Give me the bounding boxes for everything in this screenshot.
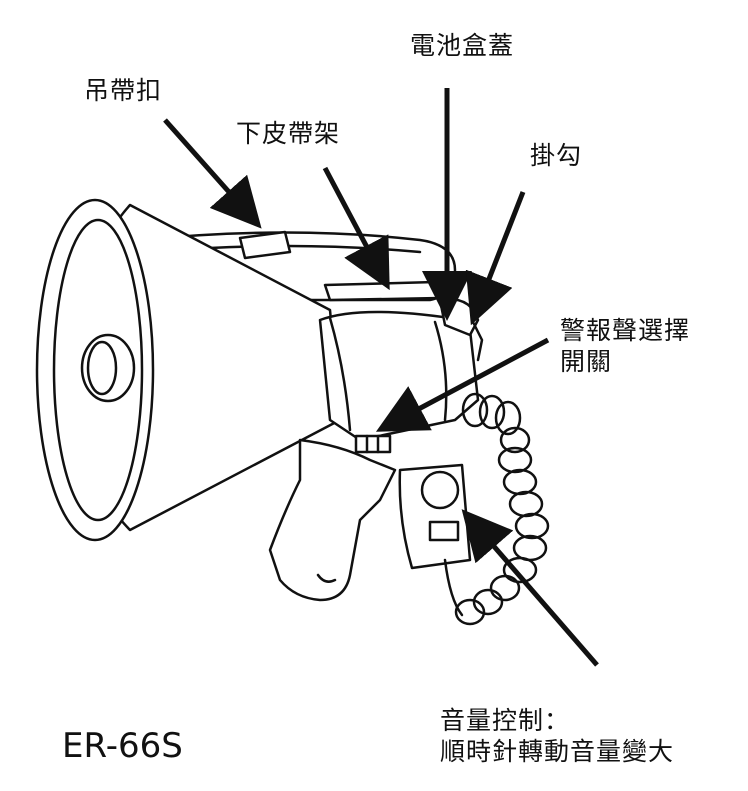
coiled-cord xyxy=(454,392,550,626)
label-alarm-switch: 警報聲選擇 開關 xyxy=(560,315,690,378)
label-alarm-switch-line1: 警報聲選擇 xyxy=(560,316,691,345)
label-strap-buckle: 吊帶扣 xyxy=(84,76,163,105)
label-volume-line1: 音量控制： xyxy=(440,706,571,735)
arrow-volume xyxy=(461,509,599,667)
arrow-strap-buckle xyxy=(163,118,262,229)
alarm-switch xyxy=(354,434,392,454)
pistol-grip xyxy=(268,438,397,602)
horn-center-tube xyxy=(80,333,136,403)
arrow-lower-strap xyxy=(322,166,390,291)
arrow-alarm-switch xyxy=(375,337,550,432)
hook xyxy=(470,318,484,362)
megaphone-illustration xyxy=(35,198,550,626)
lower-strap-holder xyxy=(323,280,442,302)
volume-knob xyxy=(428,520,460,542)
model-number: ER-66S xyxy=(62,726,183,766)
strap-buckle xyxy=(238,230,292,260)
label-lower-strap-holder: 下皮帶架 xyxy=(236,119,341,148)
arrow-hook xyxy=(465,191,526,326)
pointer-arrows xyxy=(163,88,599,667)
microphone xyxy=(398,463,472,570)
label-volume-control: 音量控制： 順時針轉動音量變大 xyxy=(440,705,674,768)
label-volume-line2: 順時針轉動音量變大 xyxy=(440,737,675,767)
label-hook: 掛勾 xyxy=(530,141,583,170)
label-battery-cover: 電池盒蓋 xyxy=(410,31,515,60)
label-alarm-switch-line2: 開關 xyxy=(560,347,613,377)
